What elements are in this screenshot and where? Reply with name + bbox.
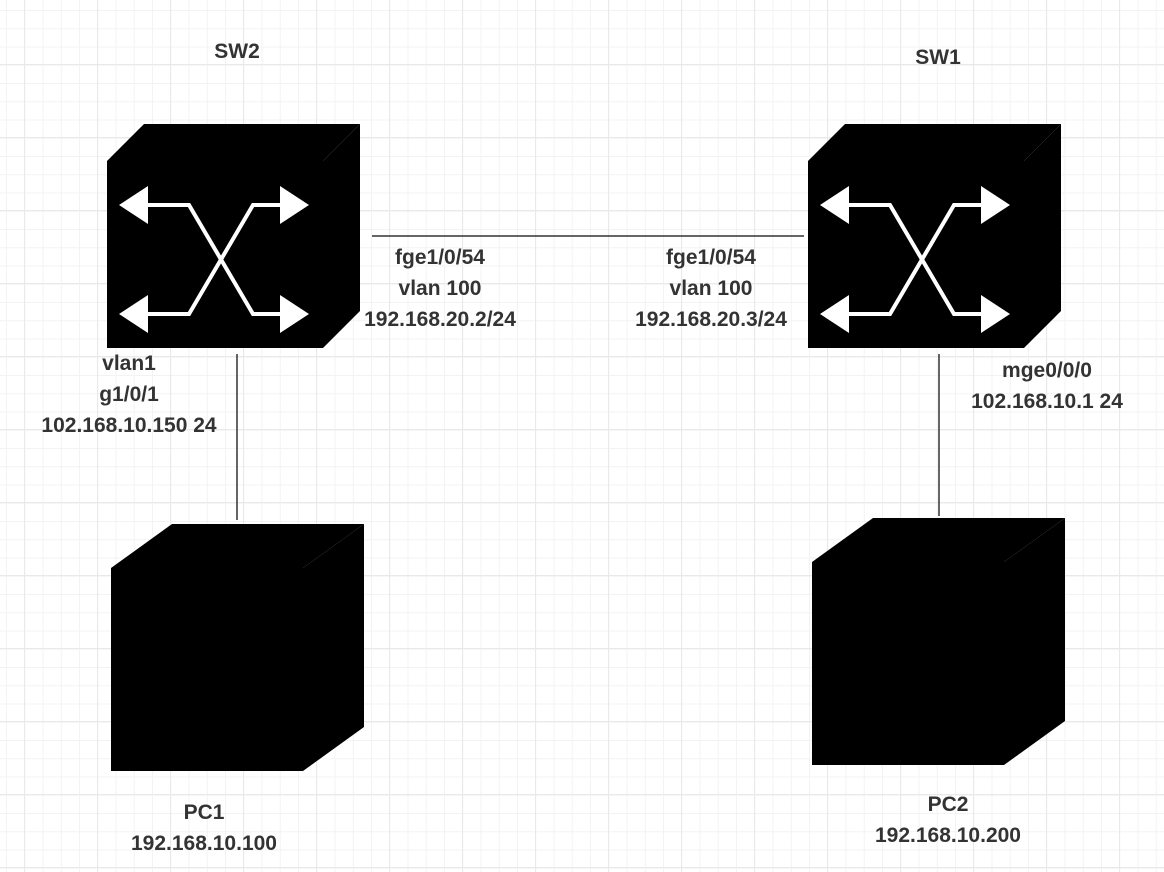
sw1-access-ip: 102.168.10.1 24 [971,390,1123,413]
interface-label-sw1-uplink: fge1/0/54 vlan 100 192.168.20.3/24 [635,242,787,335]
sw2-access-ip: 102.168.10.150 24 [41,414,217,437]
sw1-uplink-port: fge1/0/54 [666,246,756,269]
pc-icon-pc1[interactable] [111,524,364,771]
pc2-name: PC2 [927,793,969,816]
device-label-pc2: PC2 192.168.10.200 [875,789,1021,851]
sw1-uplink-ip: 192.168.20.3/24 [635,308,787,331]
sw2-uplink-ip: 192.168.20.2/24 [364,308,516,331]
sw2-uplink-port: fge1/0/54 [395,246,485,269]
sw1-access-port: mge0/0/0 [1002,359,1092,382]
device-label-pc1: PC1 192.168.10.100 [131,797,277,859]
pc1-name: PC1 [183,801,225,824]
sw2-access-vlan: vlan1 [102,352,156,375]
sw1-uplink-vlan: vlan 100 [669,277,753,300]
switch-icon-sw2[interactable] [105,122,362,350]
sw2-access-port: g1/0/1 [99,383,159,406]
device-label-sw1: SW1 [915,46,961,69]
pc-icon-pc2[interactable] [812,518,1065,765]
interface-label-sw1-access: mge0/0/0 102.168.10.1 24 [971,355,1123,417]
interface-label-sw2-uplink: fge1/0/54 vlan 100 192.168.20.2/24 [364,242,516,335]
pc2-ip: 192.168.10.200 [875,824,1021,847]
interface-label-sw2-access: vlan1 g1/0/1 102.168.10.150 24 [41,348,216,441]
switch-icon-sw1[interactable] [806,122,1063,350]
sw2-uplink-vlan: vlan 100 [398,277,482,300]
pc1-ip: 192.168.10.100 [131,832,277,855]
device-label-sw2: SW2 [214,40,260,63]
